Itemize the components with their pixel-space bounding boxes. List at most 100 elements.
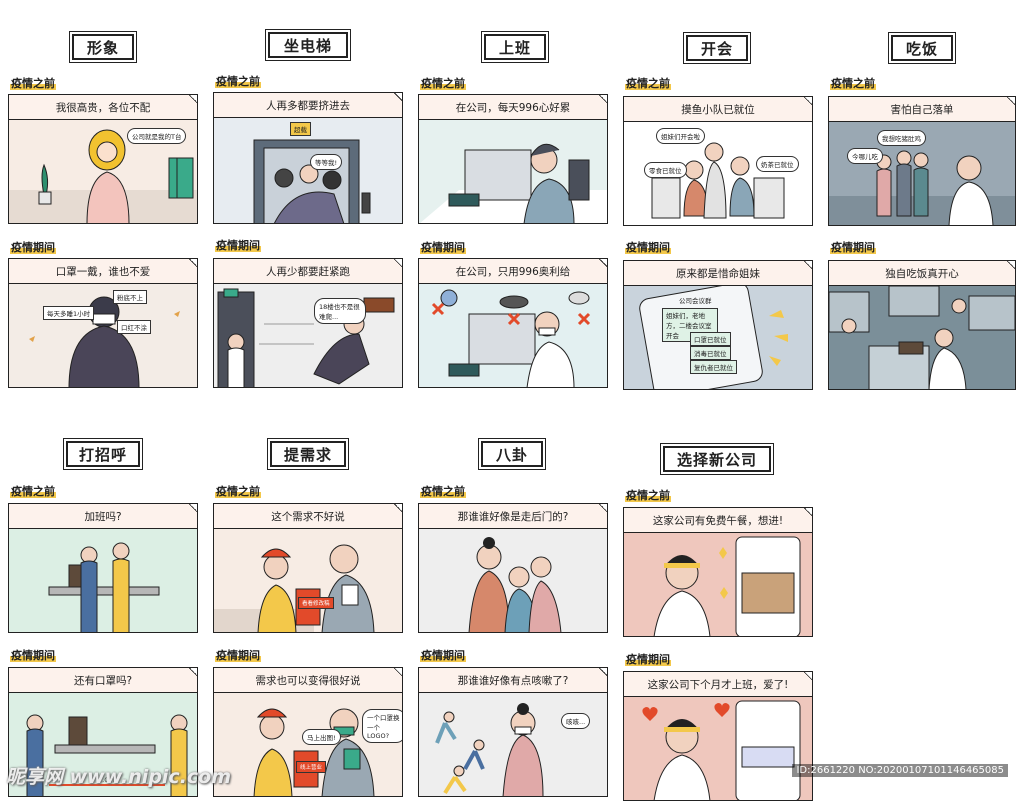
comic-panel-shangban-during: 在公司，只用996奥利给	[418, 258, 608, 388]
comic-panel-chifan-during: 独自吃饭真开心	[828, 260, 1016, 390]
chat-message: 口罩已就位	[690, 332, 731, 346]
overload-sign: 超载	[290, 122, 311, 136]
illustration-gossiping-coworkers	[468, 537, 562, 632]
chat-header: 公司会议群	[679, 297, 712, 305]
topic-title-tixuqiu: 提需求	[267, 438, 349, 470]
speech-bubble: 马上出图!	[302, 729, 341, 745]
panel-caption: 人再多都要挤进去	[214, 93, 402, 118]
topic-title-shangban: 上班	[481, 31, 549, 63]
illustration-eating-alone	[829, 285, 1015, 389]
phase-label-during: 疫情期间	[10, 649, 56, 662]
panel-caption: 那谁谁好像有点咳嗽了?	[419, 668, 607, 693]
panel-caption: 人再少都要赶紧跑	[214, 259, 402, 284]
annotation-label: 粉底不上	[113, 290, 147, 304]
topic-title-zuodianti: 坐电梯	[265, 29, 351, 61]
illustration-job-hunting-phone	[653, 536, 801, 636]
phase-label-before: 疫情之前	[625, 489, 671, 502]
comic-panel-xuanzexingongsi-before: 这家公司有免费午餐，想进!	[623, 507, 813, 637]
chat-message: 消毒已就位	[690, 346, 731, 360]
comic-panel-bagua-before: 那谁谁好像是走后门的?	[418, 503, 608, 633]
illustration-masked-worker	[431, 289, 591, 387]
phase-label-during: 疫情期间	[625, 241, 671, 254]
topic-title-kaihui: 开会	[683, 32, 751, 64]
phase-label-before: 疫情之前	[420, 77, 466, 90]
panel-caption: 这个需求不好说	[214, 504, 402, 529]
panel-caption: 口罩一戴，谁也不爱	[9, 259, 197, 284]
comic-panel-kaihui-before: 摸鱼小队已就位 姐妹们开会啦 零食已就位 奶茶已就位	[623, 96, 813, 226]
panel-caption: 加班吗?	[9, 504, 197, 529]
calendar-note: 看看修改稿	[298, 597, 334, 609]
illustration-coworkers-fleeing	[435, 703, 544, 796]
illustration-meeting-slackers	[651, 142, 785, 219]
phase-label-before: 疫情之前	[10, 485, 56, 498]
speech-bubble: 等等我!	[310, 154, 343, 170]
phase-label-during: 疫情期间	[10, 241, 56, 254]
panel-caption: 这家公司有免费午餐，想进!	[624, 508, 812, 533]
phase-label-during: 疫情期间	[215, 649, 261, 662]
watermark-logo: 昵享网 www.nipic.com	[6, 766, 232, 788]
illustration-woman-posing	[9, 129, 197, 223]
phase-label-before: 疫情之前	[420, 485, 466, 498]
phase-label-during: 疫情期间	[830, 241, 876, 254]
calendar-note: 线上营业	[296, 761, 327, 773]
panel-caption: 摸鱼小队已就位	[624, 97, 812, 122]
phase-label-during: 疫情期间	[215, 239, 261, 252]
topic-title-bagua: 八卦	[478, 438, 546, 470]
topic-title-dazhaohu: 打招呼	[63, 438, 143, 470]
phase-label-during: 疫情期间	[420, 649, 466, 662]
panel-caption: 这家公司下个月才上班，爱了!	[624, 672, 812, 697]
speech-bubble: 姐妹们开会啦	[656, 128, 705, 144]
comic-panel-zuodianti-before: 人再多都要挤进去 超载 等等我!	[213, 92, 403, 224]
phase-label-before: 疫情之前	[215, 485, 261, 498]
distance-label: 2.0m	[98, 776, 115, 784]
speech-bubble: 公司就是我的T台	[127, 128, 187, 144]
illustration-distanced-greeting	[26, 714, 188, 796]
watermark-id: ID:2661220 NO:20200107101146465085	[792, 764, 1008, 777]
panel-caption: 需求也可以变得很好说	[214, 668, 402, 693]
comic-panel-chifan-before: 害怕自己落单 我想吃猪肚鸡 今哪儿吃	[828, 96, 1016, 226]
panel-caption: 那谁谁好像是走后门的?	[419, 504, 607, 529]
illustration-running-from-elevator	[217, 288, 395, 387]
speech-bubble: 奶茶已就位	[756, 156, 799, 172]
topic-title-xingxiang: 形象	[69, 31, 137, 63]
topic-title-chifan: 吃饭	[888, 32, 956, 64]
panel-caption: 在公司，只用996奥利给	[419, 259, 607, 284]
speech-bubble: 一个口罩换一个LOGO?	[362, 709, 402, 743]
comic-panel-shangban-before: 在公司，每天996心好累	[418, 94, 608, 224]
annotation-label: 口红不涂	[117, 320, 151, 334]
comic-panel-tixuqiu-before: 这个需求不好说 看看修改稿	[213, 503, 403, 633]
illustration-masked-woman	[29, 296, 180, 387]
comic-panel-kaihui-during: 原来都是惜命姐妹 公司会议群 姐妹们，老地方，二楼会议室开会 口罩已就位 消毒已…	[623, 260, 813, 390]
speech-bubble: 我想吃猪肚鸡	[877, 130, 926, 146]
comic-panel-xingxiang-during: 口罩一戴，谁也不爱 粉底不上 每天多睡1小时 口红不涂	[8, 258, 198, 388]
comic-panel-dazhaohu-during: 还有口罩吗? 2.0m	[8, 667, 198, 797]
illustration-lunch-group	[829, 150, 1015, 225]
comic-panel-xingxiang-before: 我很高贵，各位不配 公司就是我的T台	[8, 94, 198, 224]
comic-panel-bagua-during: 那谁谁好像有点咳嗽了? 咳咳...	[418, 667, 608, 797]
phase-label-before: 疫情之前	[830, 77, 876, 90]
phase-label-before: 疫情之前	[10, 77, 56, 90]
phase-label-during: 疫情期间	[420, 241, 466, 254]
phase-label-before: 疫情之前	[625, 77, 671, 90]
illustration-coffee-chat	[48, 542, 160, 632]
panel-caption: 我很高贵，各位不配	[9, 95, 197, 120]
comic-panel-zuodianti-during: 人再少都要赶紧跑 18楼也不是很难爬...	[213, 258, 403, 388]
comic-panel-tixuqiu-during: 需求也可以变得很好说 马上出图! 一个口罩换一个LOGO? 线上营业	[213, 667, 403, 797]
panel-caption: 独自吃饭真开心	[829, 261, 1015, 286]
speech-bubble: 今哪儿吃	[847, 148, 883, 164]
speech-bubble: 零食已就位	[644, 162, 687, 178]
panel-caption: 还有口罩吗?	[9, 668, 197, 693]
comic-panel-xuanzexingongsi-during: 这家公司下个月才上班，爱了!	[623, 671, 813, 801]
comic-panel-dazhaohu-before: 加班吗?	[8, 503, 198, 633]
chat-message: 复仇者已就位	[690, 360, 737, 374]
topic-title-xuanzexingongsi: 选择新公司	[660, 443, 774, 475]
phase-label-during: 疫情期间	[625, 653, 671, 666]
annotation-label: 每天多睡1小时	[43, 306, 95, 320]
illustration-delighted-job-seeker	[642, 700, 801, 800]
speech-bubble: 18楼也不是很难爬...	[314, 298, 366, 324]
speech-bubble: 咳咳...	[561, 713, 591, 729]
phase-label-before: 疫情之前	[215, 75, 261, 88]
illustration-tired-worker	[420, 143, 607, 223]
panel-caption: 原来都是惜命姐妹	[624, 261, 812, 286]
panel-caption: 害怕自己落单	[829, 97, 1015, 122]
